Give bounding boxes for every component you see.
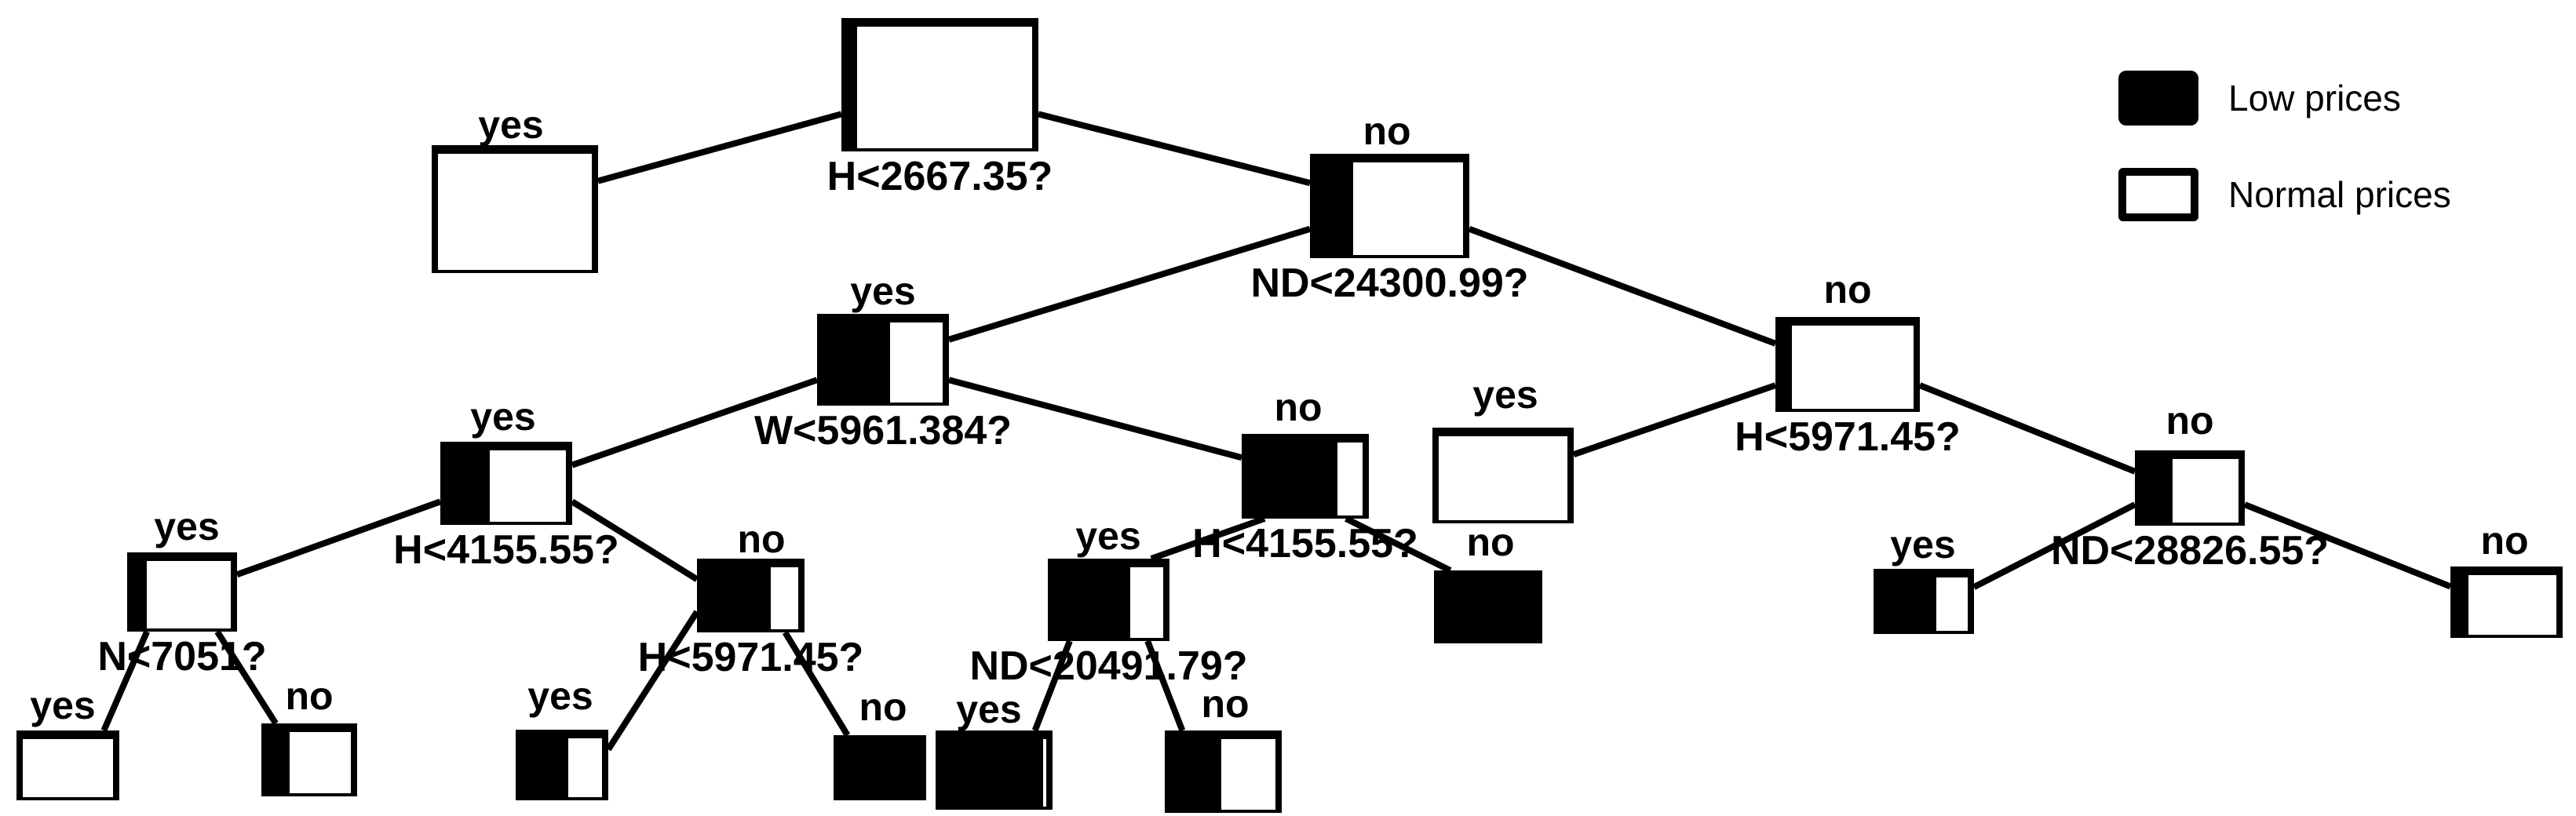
normal-prices-swatch-icon	[2118, 168, 2198, 221]
edge-answer-label-no-nd24300: no	[1363, 109, 1411, 153]
tree-node-leaf_b2	[1434, 570, 1542, 643]
tree-node-leaf_d1	[936, 730, 1053, 810]
tree-edge-h4155l-n7051	[235, 498, 442, 578]
edge-answer-label-yes-leaf_l1: yes	[478, 103, 544, 147]
edge-answer-label-yes-leaf_67: yes	[1890, 523, 1956, 566]
edge-answer-label-no-h5971l: no	[737, 517, 786, 561]
low-prices-proportion-strip	[268, 732, 290, 793]
tree-node-nd24300	[1310, 154, 1469, 258]
tree-edge-nd28826-leaf_13	[2243, 501, 2452, 590]
low-prices-proportion-strip	[703, 567, 771, 629]
tree-edge-h5971l-leaf_h2	[782, 630, 851, 738]
tree-node-root	[841, 18, 1038, 151]
tree-edge-h4155r-leaf_b2	[1345, 515, 1452, 574]
tree-node-nd28826	[2135, 450, 2245, 526]
low-prices-proportion-strip	[1316, 162, 1353, 255]
low-prices-proportion-strip	[848, 27, 857, 148]
low-prices-proportion-strip	[942, 739, 1043, 807]
edge-answer-label-no-nd28826: no	[2166, 399, 2214, 443]
low-prices-label: Low prices	[2228, 78, 2401, 118]
edge-answer-label-yes-nd20491: yes	[1075, 514, 1141, 558]
split-condition-label-h4155r: H<4155.55?	[1192, 521, 1418, 566]
tree-node-h4155l	[440, 442, 572, 525]
split-condition-label-w5961: W<5961.384?	[753, 408, 1013, 454]
tree-edge-nd20491-leaf_d2	[1144, 639, 1186, 732]
tree-node-leaf_d2	[1165, 730, 1282, 813]
tree-node-leaf_n2	[261, 723, 357, 796]
split-condition-label-h5971r: H<5971.45?	[1735, 414, 1961, 460]
tree-edge-nd24300-w5961	[947, 225, 1312, 343]
legend-item-low-prices: Low prices	[2118, 71, 2401, 126]
tree-node-leaf_13	[2450, 566, 2563, 638]
edge-answer-label-no-leaf_13: no	[2480, 519, 2529, 563]
tree-edge-root-nd24300	[1038, 111, 1311, 187]
tree-edge-n7051-leaf_n1	[100, 630, 150, 732]
legend-item-normal-prices: Normal prices	[2118, 168, 2451, 221]
tree-node-leaf_w2	[1432, 428, 1574, 523]
split-condition-label-nd28826: ND<28826.55?	[2050, 528, 2330, 574]
low-prices-proportion-strip	[2141, 459, 2173, 523]
edge-answer-label-no-leaf_d2: no	[1201, 682, 1250, 726]
tree-node-n7051	[127, 552, 237, 632]
edge-answer-label-yes-leaf_w2: yes	[1472, 373, 1538, 417]
tree-edge-n7051-leaf_n2	[214, 629, 279, 726]
tree-node-h5971l	[697, 559, 805, 632]
split-condition-label-nd24300: ND<24300.99?	[1250, 260, 1529, 306]
tree-node-h4155r	[1242, 434, 1369, 519]
tree-node-leaf_67	[1874, 569, 1974, 634]
tree-edge-h4155l-h5971l	[570, 498, 699, 582]
edge-answer-label-yes-n7051: yes	[154, 505, 220, 548]
tree-edge-root-leaf_l1	[597, 111, 843, 184]
split-condition-label-h5971l: H<5971.45?	[637, 635, 864, 680]
edge-answer-label-yes-h4155l: yes	[470, 395, 536, 439]
low-prices-proportion-strip	[133, 561, 148, 628]
tree-edge-h5971r-nd28826	[1918, 382, 2136, 475]
tree-node-leaf_h1	[516, 730, 608, 800]
low-prices-proportion-strip	[1054, 567, 1131, 638]
low-prices-proportion-strip	[1782, 326, 1793, 409]
tree-edge-w5961-h4155l	[571, 377, 819, 468]
normal-prices-label: Normal prices	[2228, 174, 2451, 215]
edge-answer-label-yes-leaf_n1: yes	[30, 683, 96, 727]
tree-edge-w5961-h4155r	[947, 377, 1243, 461]
tree-node-w5961	[817, 314, 949, 406]
edge-answer-label-yes-w5961: yes	[850, 269, 916, 313]
split-condition-label-h4155l: H<4155.55?	[393, 527, 619, 573]
edge-answer-label-no-leaf_n2: no	[285, 674, 334, 718]
low-prices-proportion-strip	[1880, 577, 1936, 631]
edge-answer-label-no-h5971r: no	[1823, 268, 1872, 311]
tree-node-h5971r	[1775, 317, 1920, 412]
tree-node-nd20491	[1048, 559, 1169, 641]
low-prices-proportion-strip	[2457, 575, 2469, 635]
low-prices-proportion-strip	[1248, 443, 1337, 515]
tree-edge-h4155r-nd20491	[1150, 515, 1266, 562]
tree-edge-h5971l-leaf_h1	[605, 610, 700, 752]
tree-edge-nd28826-leaf_67	[1972, 501, 2136, 590]
edge-answer-label-yes-leaf_d1: yes	[956, 687, 1022, 731]
low-prices-swatch-icon	[2118, 71, 2198, 126]
tree-edge-h5971r-leaf_w2	[1572, 382, 1777, 457]
edge-answer-label-yes-leaf_h1: yes	[527, 674, 593, 718]
low-prices-proportion-strip	[823, 322, 891, 403]
split-condition-label-n7051: N<7051?	[97, 634, 267, 679]
tree-node-leaf_h2	[834, 735, 926, 800]
low-prices-proportion-strip	[522, 738, 569, 797]
edge-answer-label-no-leaf_b2: no	[1466, 520, 1515, 564]
low-prices-proportion-strip	[447, 450, 490, 522]
low-prices-proportion-strip	[1171, 739, 1221, 810]
edge-answer-label-no-h4155r: no	[1274, 385, 1323, 429]
tree-edge-nd20491-leaf_d1	[1031, 639, 1073, 732]
tree-node-leaf_l1	[432, 145, 598, 273]
tree-edge-nd24300-h5971r	[1468, 226, 1777, 347]
tree-node-leaf_n1	[16, 730, 119, 800]
split-condition-label-root: H<2667.35?	[826, 154, 1053, 199]
edge-answer-label-no-leaf_h2: no	[859, 685, 907, 729]
split-condition-label-nd20491: ND<20491.79?	[969, 643, 1248, 689]
